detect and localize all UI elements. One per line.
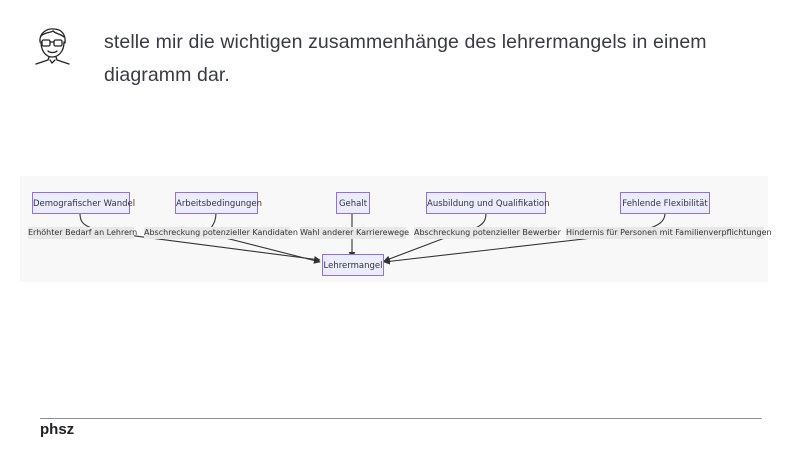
footer-label: phsz — [40, 421, 75, 438]
user-avatar-icon — [30, 26, 74, 66]
edge-label-bedarf: Erhöhter Bedarf an Lehrern — [28, 227, 138, 239]
footer-divider — [40, 418, 762, 419]
node-gehalt: Gehalt — [336, 192, 370, 214]
node-arbeitsbedingungen: Arbeitsbedingungen — [175, 192, 262, 214]
user-message: stelle mir die wichtigen zusammenhänge d… — [104, 31, 707, 86]
node-fehlende-flexibilitaet: Fehlende Flexibilität — [620, 192, 710, 214]
edge-label-abschreckung-kandidaten: Abschreckung potenzieller Kandidaten — [144, 227, 298, 239]
edge-label-abschreckung-bewerber: Abschreckung potenzieller Bewerber — [414, 227, 561, 239]
edge-label-karrierewege: Wahl anderer Karrierewege — [300, 227, 410, 239]
node-lehrermangel: Lehrermangel — [322, 254, 384, 276]
node-ausbildung-und-qualifikation: Ausbildung und Qualifikation — [426, 192, 550, 214]
edge-label-familienverpflichtungen: Hindernis für Personen mit Familienverpf… — [566, 227, 772, 239]
node-demografischer-wandel: Demografischer Wandel — [32, 192, 135, 214]
flowchart-diagram: Demografischer Wandel Arbeitsbedingungen… — [20, 176, 772, 282]
